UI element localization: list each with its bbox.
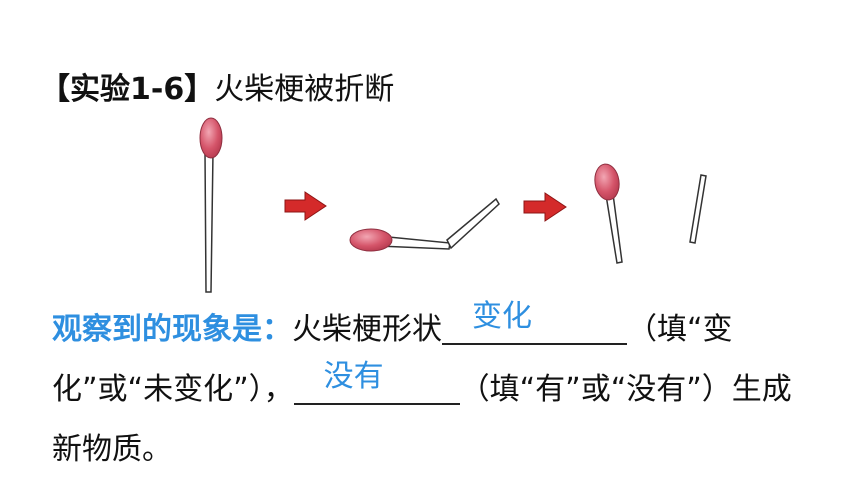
experiment-name: 火柴梗被折断 <box>214 72 395 107</box>
match-illustration <box>199 117 707 293</box>
question-text-3: （填“有”或“没有”）生成新物质。 <box>52 372 792 467</box>
question-paragraph: 观察到的现象是：火柴梗形状变化（填“变化”或“未变化”），没有（填“有”或“没有… <box>52 299 812 480</box>
answer-1: 变化 <box>472 299 532 334</box>
broken-match <box>594 163 707 264</box>
answer-blank-1: 变化 <box>442 299 627 345</box>
answer-2: 没有 <box>323 359 384 394</box>
intact-match <box>199 117 223 293</box>
question-text-1: 火柴梗形状 <box>292 312 442 347</box>
question-text-2: （填“变化”或“未变化”）， <box>52 312 733 407</box>
answer-blank-2: 没有 <box>293 359 460 405</box>
experiment-title: 【实验1-6】火柴梗被折断 <box>40 70 394 110</box>
question-lead: 观察到的现象是： <box>52 312 292 347</box>
bent-match <box>349 197 500 252</box>
arrow-2-icon <box>523 192 567 222</box>
experiment-label: 【实验1-6】 <box>40 72 215 107</box>
arrow-1-icon <box>284 191 327 221</box>
